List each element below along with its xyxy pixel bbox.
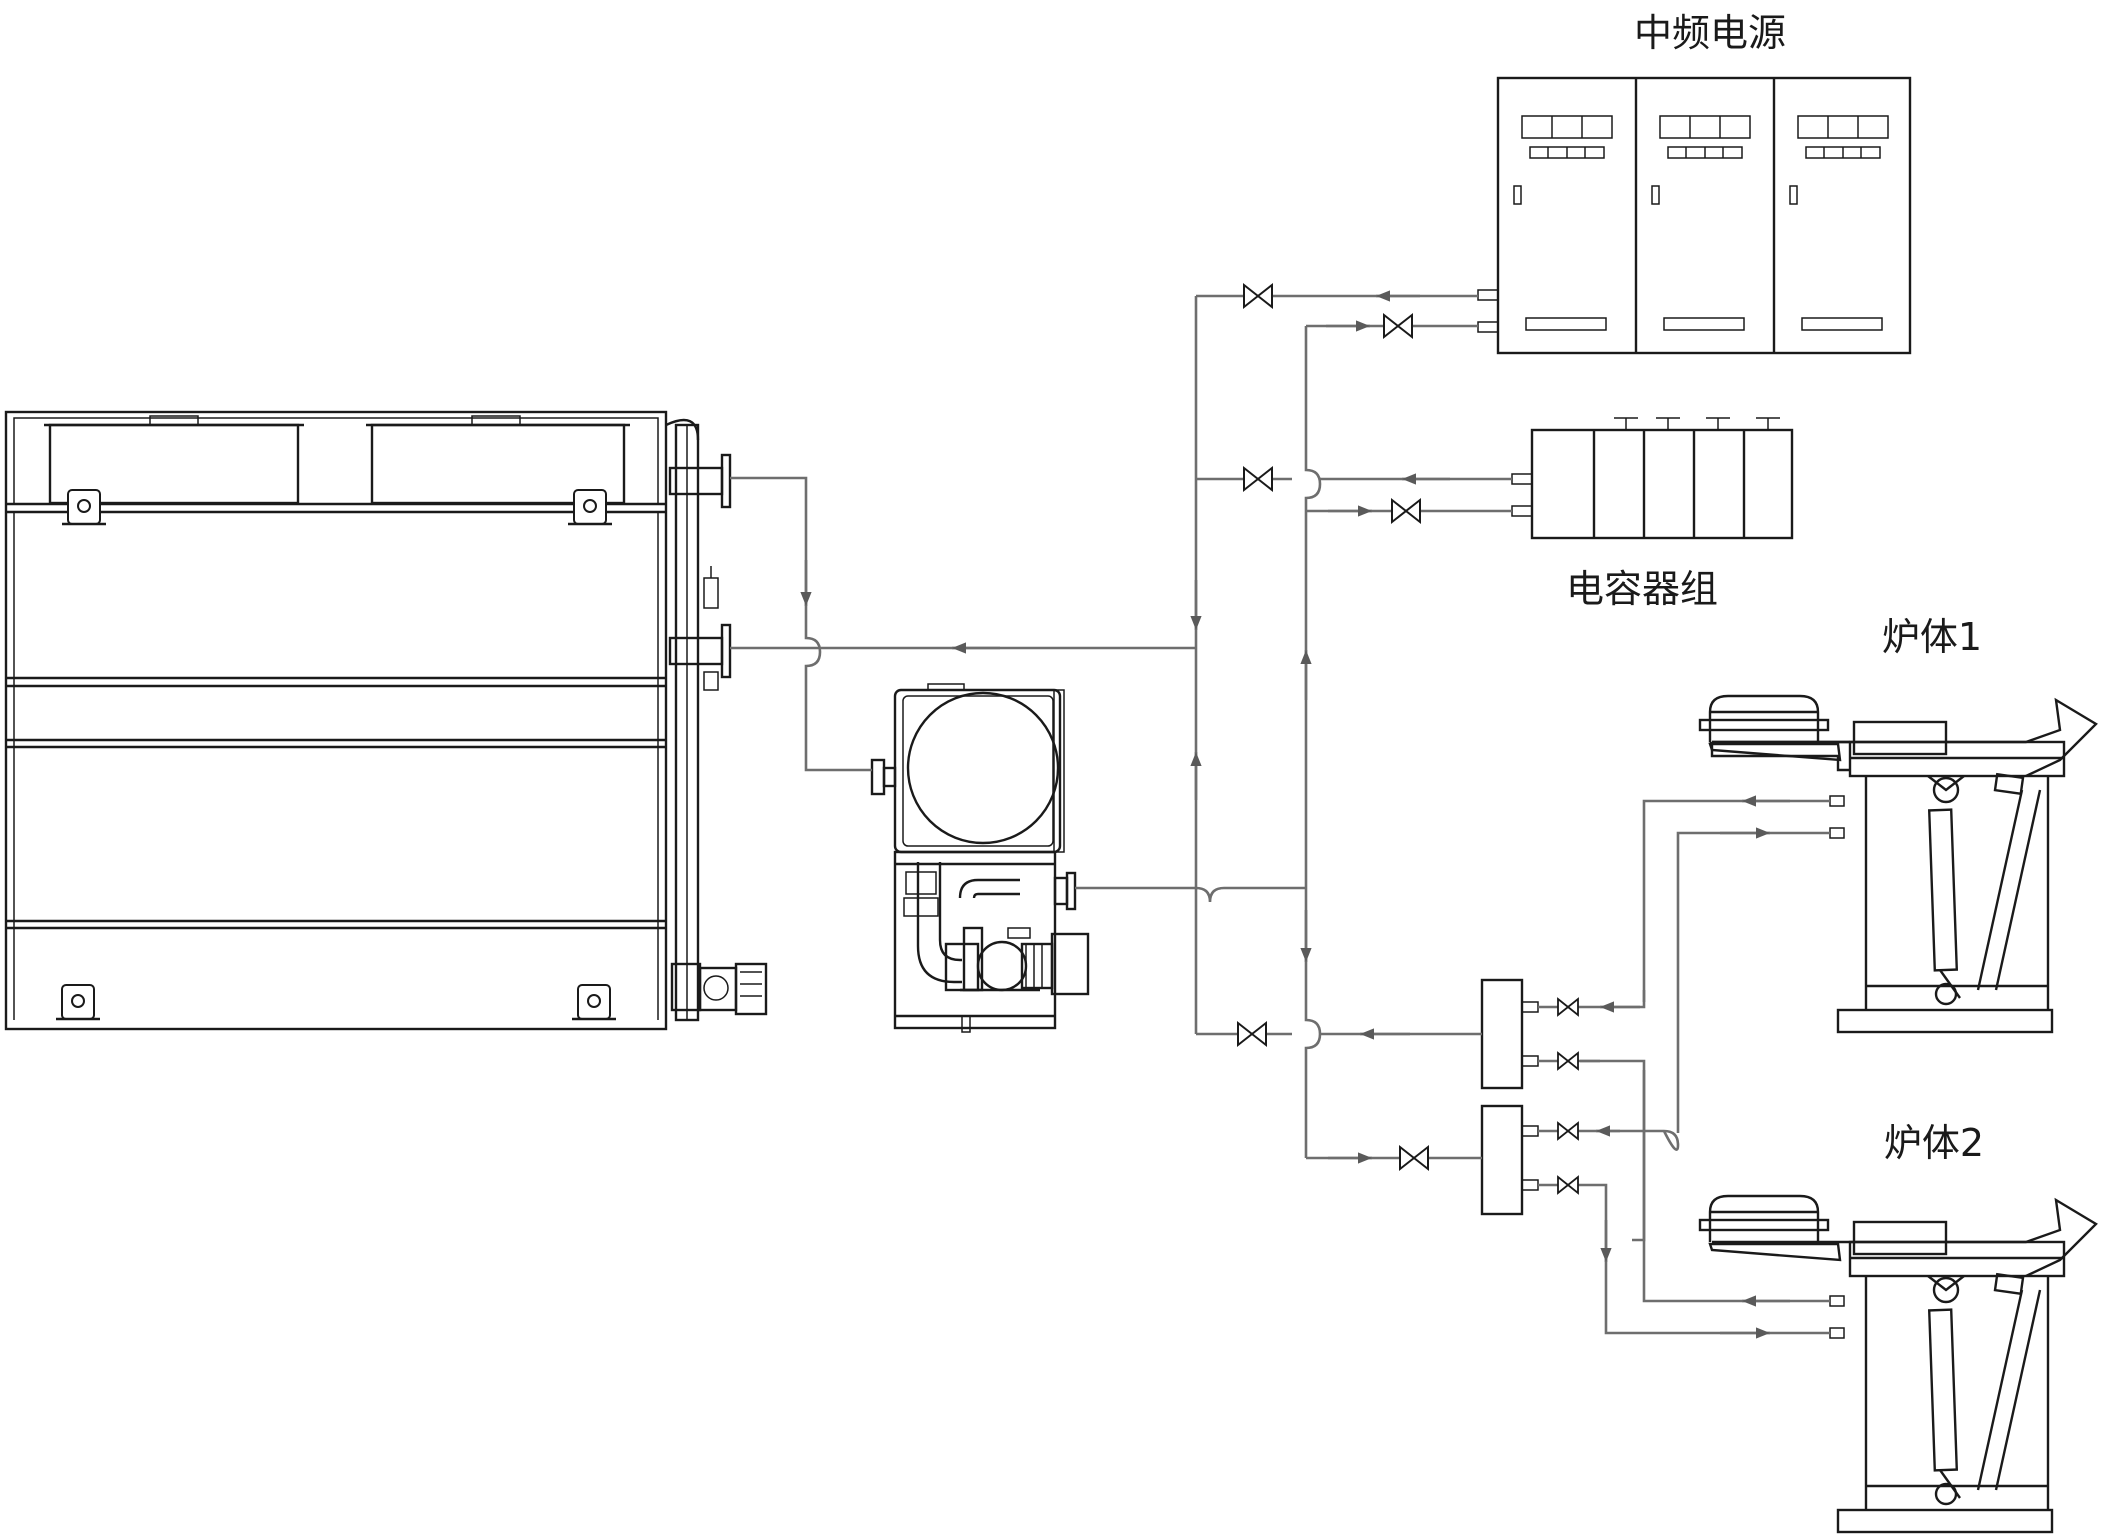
pump-station [870,683,1090,1033]
label-furnace-2: 炉体2 [1884,1121,1984,1165]
label-capacitor-bank: 电容器组 [1566,567,1718,611]
furnace-1 [1698,694,2098,1034]
furnace-2 [1698,1194,2098,1534]
cooling-tower [4,410,768,1031]
capacitor-bank [1511,417,1794,540]
manifold-lower [1480,1104,1539,1216]
label-furnace-1: 炉体1 [1882,615,1982,659]
manifold-upper [1480,978,1539,1090]
label-power-supply: 中频电源 [1634,11,1786,55]
piping [730,284,1830,1339]
power-supply-cabinet [1477,76,1912,355]
